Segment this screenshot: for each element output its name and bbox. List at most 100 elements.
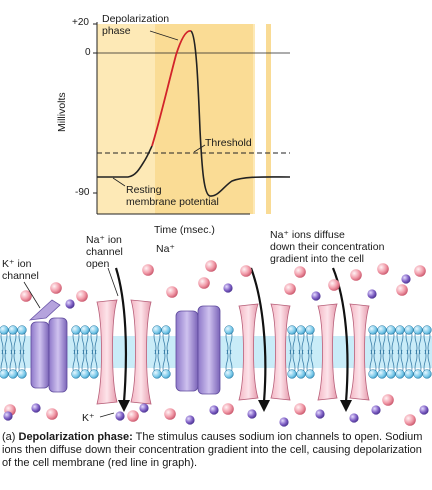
lipid-head xyxy=(71,325,81,335)
lipid-head xyxy=(404,325,414,335)
na-ion xyxy=(350,269,362,281)
na-ion xyxy=(382,394,394,406)
diffusion-arrow-3 xyxy=(331,267,349,403)
resting-leader xyxy=(112,177,126,187)
depolarization-trace xyxy=(151,30,192,147)
resting-label-line2: membrane potential xyxy=(126,196,219,208)
lipid-head xyxy=(8,325,18,335)
lipid-head xyxy=(395,325,405,335)
figure-svg xyxy=(0,22,432,427)
membrane-potential-graph xyxy=(93,22,291,215)
k-ion xyxy=(311,291,321,301)
k-ion xyxy=(31,403,41,413)
lipid-head xyxy=(386,325,396,335)
k-ion xyxy=(3,411,13,421)
k-ion xyxy=(115,411,125,421)
na-channel-label-line1: Na⁺ ion xyxy=(86,234,122,246)
arrowheads xyxy=(118,400,352,412)
tick-label-plus20: +20 xyxy=(72,17,89,28)
graph-right-stripe xyxy=(266,24,271,214)
k-ion xyxy=(371,405,381,415)
lipid-head xyxy=(71,369,81,379)
lipid-head xyxy=(224,325,234,335)
resting-label-line1: Resting xyxy=(126,184,162,196)
caption-text: The stimulus causes sodium ion channels … xyxy=(2,431,423,469)
k-channel-leader xyxy=(23,281,41,309)
na-channel-leader xyxy=(107,267,119,297)
cell-membrane xyxy=(0,260,432,427)
k-ion xyxy=(247,409,257,419)
diffuse-label-line2: down their concentration xyxy=(270,241,385,253)
lipid-head xyxy=(287,369,297,379)
na-ion xyxy=(20,290,32,302)
lipid-head xyxy=(152,325,162,335)
na-ion-label: Na⁺ xyxy=(156,243,175,255)
na-ion xyxy=(396,284,408,296)
lipid-head xyxy=(224,369,234,379)
lipid-head xyxy=(368,325,378,335)
na-ion xyxy=(50,282,62,294)
k-channel-label-line1: K⁺ ion xyxy=(2,258,32,270)
k-ion xyxy=(139,403,149,413)
k-ion xyxy=(419,405,429,415)
diffuse-label-line3: gradient into the cell xyxy=(270,253,364,265)
y-axis-label: Millivolts xyxy=(56,92,68,132)
lipid-head xyxy=(0,369,9,379)
caption-prefix: (a) xyxy=(2,431,19,443)
caption-title: Depolarization phase: xyxy=(18,431,133,443)
na-channel-3 xyxy=(317,303,370,401)
lipid-head xyxy=(395,369,405,379)
na-ion xyxy=(142,264,154,276)
lipid-head xyxy=(0,325,9,335)
threshold-label: Threshold xyxy=(205,137,252,149)
lipid-head xyxy=(368,369,378,379)
na-ion xyxy=(205,260,217,272)
lipid-head xyxy=(8,369,18,379)
lipid-head xyxy=(161,369,171,379)
lipid-head xyxy=(422,369,432,379)
na-channel-label-line2: channel xyxy=(86,246,123,258)
depolarization-figure: +20 0 -90 Millivolts Time (msec.) Depola… xyxy=(0,13,432,427)
diffuse-label-line1: Na⁺ ions diffuse xyxy=(270,229,345,241)
lipid-head xyxy=(305,369,315,379)
depolarization-leader xyxy=(149,30,179,41)
k-channel-middle xyxy=(175,305,221,395)
na-channel-2 xyxy=(238,303,291,401)
na-ion xyxy=(377,263,389,275)
na-ion xyxy=(414,265,426,277)
lipid-head xyxy=(89,325,99,335)
na-diffusion-arrows xyxy=(114,267,349,403)
lipid-head xyxy=(413,325,423,335)
k-ion xyxy=(185,415,195,425)
k-ion xyxy=(65,299,75,309)
k-ion xyxy=(315,409,325,419)
lipid-head xyxy=(89,369,99,379)
x-axis-label: Time (msec.) xyxy=(154,224,215,236)
lipid-head xyxy=(377,369,387,379)
lipid-bilayer xyxy=(0,325,432,379)
depolarization-label-line1: Depolarization xyxy=(102,13,170,25)
lipid-head xyxy=(305,325,315,335)
na-channel-label-line3: open xyxy=(86,258,110,270)
na-ion xyxy=(164,408,176,420)
k-ion xyxy=(401,274,411,284)
k-ion xyxy=(349,413,359,423)
na-ion xyxy=(198,277,210,289)
lipid-head xyxy=(17,369,27,379)
lipid-head xyxy=(161,325,171,335)
diffusion-arrow-2 xyxy=(249,267,267,403)
k-ion xyxy=(223,283,233,293)
tick-label-minus90: -90 xyxy=(75,187,90,198)
lipid-head xyxy=(80,369,90,379)
k-ion-label: K⁺ xyxy=(82,412,95,424)
threshold-leader xyxy=(193,144,206,153)
lipid-head xyxy=(377,325,387,335)
na-ion xyxy=(294,266,306,278)
ions xyxy=(3,260,429,427)
repolarization-trace xyxy=(190,30,291,197)
na-ion xyxy=(240,265,252,277)
na-ion xyxy=(328,279,340,291)
na-ion xyxy=(294,403,306,415)
k-channel-left xyxy=(28,299,68,393)
na-ion xyxy=(404,414,416,426)
